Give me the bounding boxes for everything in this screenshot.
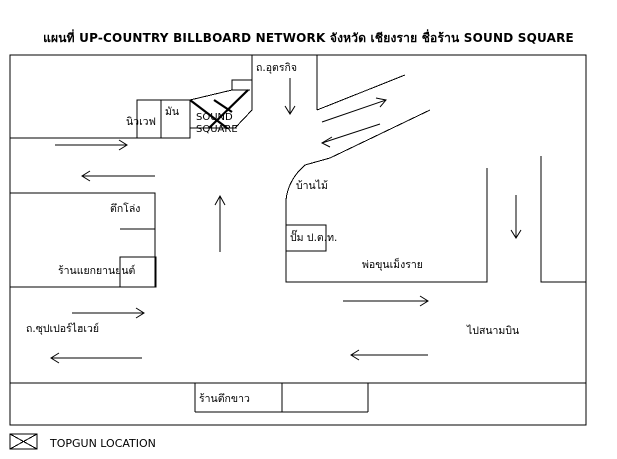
arrow-right xyxy=(343,295,429,307)
arrow-down xyxy=(510,195,522,239)
box-cross-icon xyxy=(9,433,38,450)
arrow-left xyxy=(81,170,155,182)
road-edge xyxy=(304,157,331,166)
arrow-up xyxy=(214,194,226,252)
label-sound-square-2: SQUARE xyxy=(196,124,238,135)
arrow-left xyxy=(320,123,381,148)
arrow-right xyxy=(55,139,128,151)
label-to-airport: ไปสนามบิน xyxy=(467,325,520,337)
label-pho-khun-statue: พ่อขุนเม็งราย xyxy=(362,259,423,271)
arrow-left xyxy=(350,349,428,361)
label-sound-square-1: SOUND xyxy=(196,112,233,123)
label-tuk-khao-shop: ร้านตึกขาว xyxy=(199,393,250,405)
arrow-right xyxy=(72,307,145,319)
label-road-superhighway: ถ.ซุปเปอร์ไฮเวย์ xyxy=(26,323,100,335)
pump-ptt-box xyxy=(285,224,327,252)
label-ban-mai: บ้านไม้ xyxy=(296,180,328,192)
label-yarnyon-shop: ร้านแยกยานยนต์ xyxy=(58,265,136,277)
legend-label: TOPGUN LOCATION xyxy=(50,437,156,450)
label-tuk-leng: ตึกโล่ง xyxy=(110,203,141,215)
map-border xyxy=(9,54,587,426)
map-title: แผนที่ UP-COUNTRY BILLBOARD NETWORK จังห… xyxy=(43,31,574,45)
block-pho-khun xyxy=(285,164,488,283)
label-road-uttarakit: ถ.อุตรกิจ xyxy=(256,62,297,74)
road-edge-right xyxy=(540,156,586,283)
label-pump-ptt: ปั๊ม ป.ต.ท. xyxy=(290,232,338,244)
arrow-right xyxy=(321,97,387,123)
road-edge-diagonal xyxy=(316,74,406,111)
shop-yarnyon-box xyxy=(119,256,157,288)
traffic-arrows xyxy=(50,78,522,364)
sound-square-block xyxy=(189,79,253,129)
road-edge-diagonal xyxy=(329,109,431,159)
block-left-middle xyxy=(10,192,156,288)
arrow-left xyxy=(50,352,142,364)
label-shop-man: มัน xyxy=(165,106,180,118)
label-shop-niwave: นิวเวฟ xyxy=(126,116,156,128)
topgun-location-marker xyxy=(189,89,249,129)
block-top-left xyxy=(10,128,191,139)
arrow-down xyxy=(284,78,296,115)
